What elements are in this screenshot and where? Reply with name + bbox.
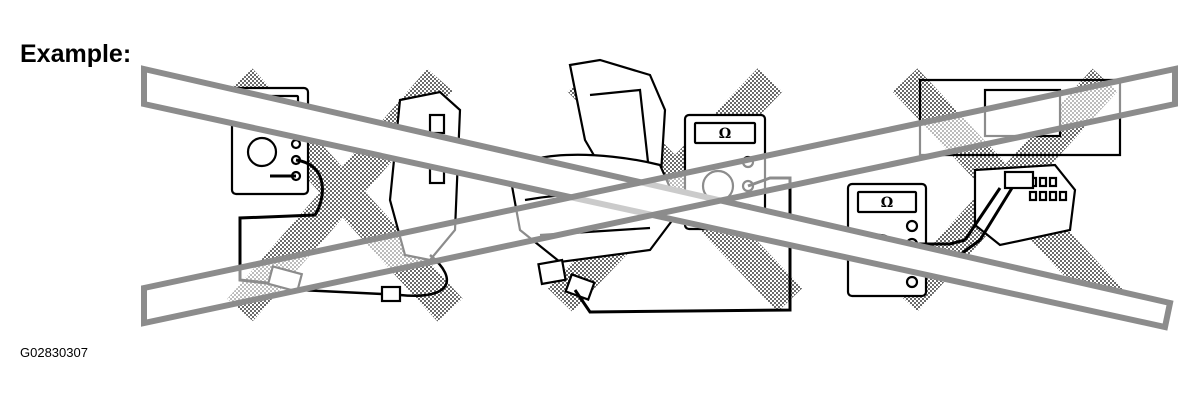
page-title: Example: — [20, 40, 132, 68]
test-leads-1 — [238, 158, 324, 287]
ohm-symbol: Ω — [719, 126, 731, 142]
ohm-symbol: Ω — [881, 195, 893, 211]
figure-id: G02830307 — [20, 345, 88, 360]
prohibited-x-icon — [141, 65, 1178, 331]
